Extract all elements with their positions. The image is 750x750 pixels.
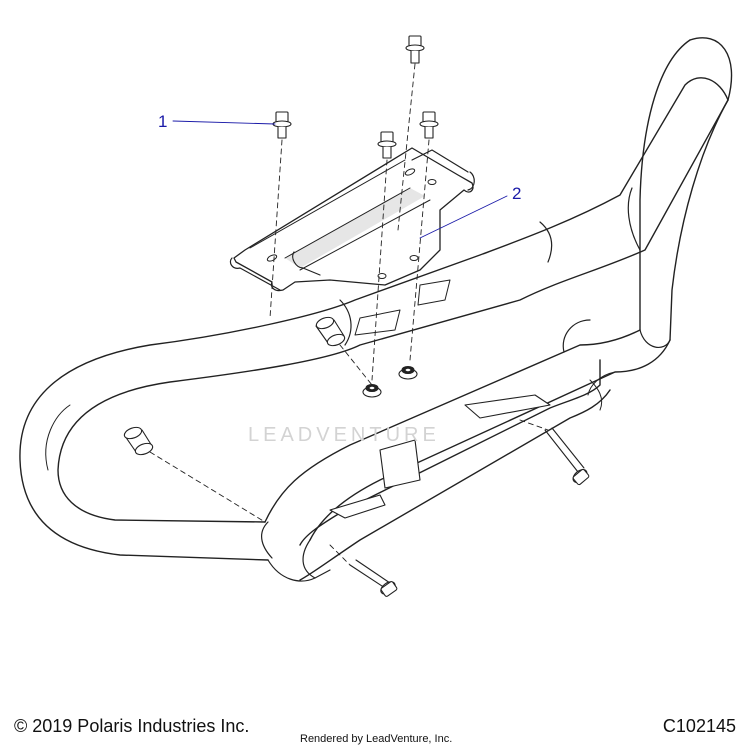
flange-bolt-mid-left	[377, 131, 397, 159]
side-bolt-bottom	[349, 559, 398, 597]
drawing-id: C102145	[662, 716, 736, 736]
leader-line-2	[419, 195, 508, 239]
spacer-lower	[123, 426, 154, 456]
rendered-by-text: Rendered by LeadVenture, Inc.	[300, 733, 453, 745]
flange-bolt-top-left	[272, 111, 292, 139]
spacer-upper	[315, 316, 346, 347]
side-bolt-right	[544, 427, 590, 486]
front-bumper-tube	[19, 37, 733, 582]
flange-bolt-mid-right	[419, 111, 439, 139]
assembly-guide-lines	[149, 63, 549, 566]
callout-2: 2	[512, 184, 522, 203]
leadventure-watermark: LEADVENTURE	[248, 424, 440, 446]
copyright-text: © 2019 Polaris Industries Inc.	[14, 716, 250, 736]
mounting-bracket	[229, 147, 475, 292]
leader-line-1	[172, 120, 276, 125]
flange-nut-right	[398, 365, 418, 380]
flange-nut-left	[362, 383, 382, 398]
flange-bolt-top-center	[405, 35, 425, 64]
callout-1: 1	[158, 112, 168, 131]
